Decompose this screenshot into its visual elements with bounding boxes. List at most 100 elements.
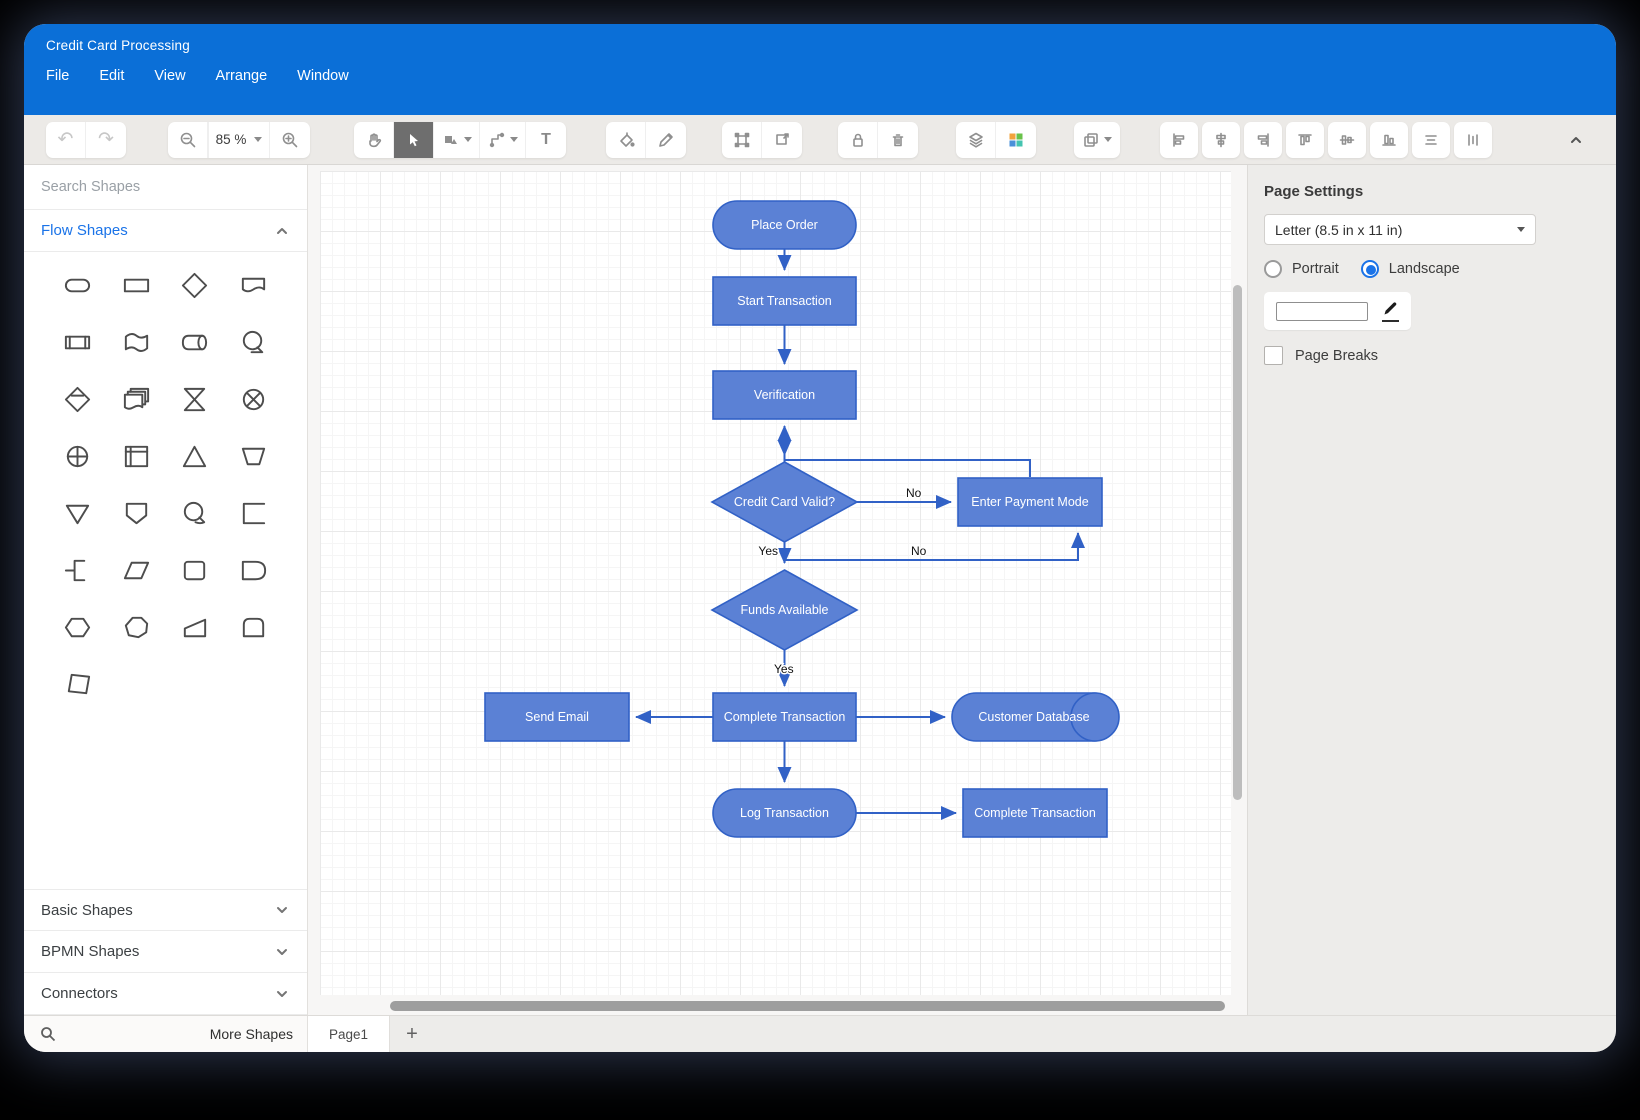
distribute-h-button[interactable] <box>1412 121 1450 158</box>
text-tool-button[interactable]: T <box>526 122 566 158</box>
edit-style-button[interactable] <box>646 122 686 158</box>
sidebar-section-flow-shapes[interactable]: Flow Shapes <box>24 210 307 252</box>
node-complete-transaction[interactable]: Complete Transaction <box>712 692 857 742</box>
add-page-button[interactable]: + <box>406 1022 418 1045</box>
theme-button[interactable] <box>996 122 1036 158</box>
sidebar-section-basic-shapes[interactable]: Basic Shapes <box>24 889 307 931</box>
group-button[interactable] <box>722 121 762 158</box>
align-bottom-button[interactable] <box>1370 121 1408 158</box>
shape-merge[interactable] <box>62 498 93 529</box>
ungroup-button[interactable] <box>762 122 802 158</box>
menu-file[interactable]: File <box>46 68 70 84</box>
node-enter-payment-mode[interactable]: Enter Payment Mode <box>957 477 1103 527</box>
edit-background-button[interactable] <box>1382 300 1399 322</box>
shape-stored-data-card[interactable] <box>238 612 269 643</box>
menu-arrange[interactable]: Arrange <box>215 68 268 84</box>
shape-summing-junction[interactable] <box>62 441 93 472</box>
zoom-in-button[interactable] <box>270 122 310 158</box>
shape-delay[interactable] <box>238 555 269 586</box>
redo-button[interactable]: ↷ <box>86 122 126 158</box>
edge-feedback-horizontal[interactable] <box>784 459 1031 477</box>
node-start-transaction[interactable]: Start Transaction <box>712 276 857 326</box>
shape-display-alt[interactable] <box>179 498 210 529</box>
portrait-option[interactable]: Portrait <box>1264 260 1339 278</box>
portrait-radio[interactable] <box>1264 260 1282 278</box>
shape-wavy-flag[interactable] <box>121 327 152 358</box>
align-vcenter-button[interactable] <box>1202 121 1240 158</box>
align-hcenter-button[interactable] <box>1328 121 1366 158</box>
svg-text:Place Order: Place Order <box>751 218 818 232</box>
background-color-input[interactable] <box>1276 301 1368 321</box>
vertical-scrollbar[interactable] <box>1233 285 1242 800</box>
search-shapes-icon[interactable] <box>38 1024 58 1044</box>
menu-edit[interactable]: Edit <box>99 68 125 84</box>
shape-slanted-card[interactable] <box>62 669 93 700</box>
align-left-button[interactable] <box>1160 121 1198 158</box>
sidebar-section-connectors[interactable]: Connectors <box>24 973 307 1015</box>
shape-extract[interactable] <box>179 441 210 472</box>
menu-view[interactable]: View <box>154 68 186 84</box>
shape-lined-decision[interactable] <box>62 384 93 415</box>
shape-open-rectangle[interactable] <box>238 498 269 529</box>
copy-button[interactable] <box>1074 122 1120 158</box>
page-breaks-checkbox[interactable] <box>1264 346 1283 365</box>
shape-off-page-connector[interactable] <box>121 498 152 529</box>
zoom-out-button[interactable] <box>168 121 208 158</box>
shape-rounded-square[interactable] <box>179 555 210 586</box>
select-tool-button[interactable] <box>394 121 434 158</box>
svg-text:Complete Transaction: Complete Transaction <box>724 710 846 724</box>
search-shapes-input[interactable]: Search Shapes <box>24 165 307 210</box>
connector-tool-button[interactable] <box>480 121 526 158</box>
pan-tool-button[interactable] <box>354 121 394 158</box>
shape-display[interactable] <box>238 327 269 358</box>
horizontal-scrollbar[interactable] <box>390 1001 1225 1011</box>
shape-io-tick[interactable] <box>62 555 93 586</box>
decision-shape-icon <box>182 272 208 299</box>
shape-predefined-process[interactable] <box>62 327 93 358</box>
shape-multi-document[interactable] <box>121 384 152 415</box>
shape-hexagon[interactable] <box>62 612 93 643</box>
more-shapes-button[interactable]: More Shapes <box>209 1026 293 1042</box>
shape-heptagon[interactable] <box>121 612 152 643</box>
node-verification[interactable]: Verification <box>712 370 857 420</box>
align-left-icon <box>1173 132 1185 147</box>
diagram-canvas[interactable]: No Yes No Yes Place Order Start Transact… <box>308 165 1247 1015</box>
shape-direct-access-storage[interactable] <box>179 327 210 358</box>
fill-color-button[interactable] <box>606 121 646 158</box>
node-credit-card-valid[interactable]: Credit Card Valid? <box>710 461 859 543</box>
shape-terminator[interactable] <box>62 270 93 301</box>
node-customer-database[interactable]: Customer Database <box>951 692 1120 742</box>
shape-document[interactable] <box>238 270 269 301</box>
landscape-option[interactable]: Landscape <box>1360 260 1460 278</box>
edge-funds-no[interactable] <box>784 532 1085 561</box>
shapes-tool-button[interactable] <box>434 121 480 158</box>
zoom-level-dropdown[interactable]: 85 % <box>208 121 270 158</box>
node-log-transaction[interactable]: Log Transaction <box>712 788 857 838</box>
menu-window[interactable]: Window <box>297 68 349 84</box>
sidebar-section-bpmn-shapes[interactable]: BPMN Shapes <box>24 931 307 973</box>
align-right-button[interactable] <box>1244 121 1282 158</box>
shape-internal-storage[interactable] <box>121 441 152 472</box>
node-place-order[interactable]: Place Order <box>712 200 857 250</box>
tab-page1[interactable]: Page1 <box>308 1016 390 1052</box>
stored-data-card-shape-icon <box>242 617 265 638</box>
shape-wedge[interactable] <box>179 612 210 643</box>
node-send-email[interactable]: Send Email <box>484 692 630 742</box>
node-funds-available[interactable]: Funds Available <box>710 569 859 651</box>
shape-manual-operation[interactable] <box>238 441 269 472</box>
shape-decision[interactable] <box>179 270 210 301</box>
align-top-button[interactable] <box>1286 121 1324 158</box>
lock-button[interactable] <box>838 121 878 158</box>
shape-or-junction[interactable] <box>238 384 269 415</box>
landscape-radio[interactable] <box>1360 260 1379 278</box>
layers-button[interactable] <box>956 121 996 158</box>
shape-collate[interactable] <box>179 384 210 415</box>
shape-process[interactable] <box>121 270 152 301</box>
distribute-v-button[interactable] <box>1454 121 1492 158</box>
node-complete-transaction-2[interactable]: Complete Transaction <box>962 788 1108 838</box>
undo-button[interactable]: ↶ <box>46 121 86 158</box>
delete-button[interactable] <box>878 122 918 158</box>
shape-parallelogram[interactable] <box>121 555 152 586</box>
paper-size-select[interactable]: Letter (8.5 in x 11 in) <box>1264 214 1536 245</box>
collapse-toolbar-button[interactable] <box>1556 122 1596 158</box>
